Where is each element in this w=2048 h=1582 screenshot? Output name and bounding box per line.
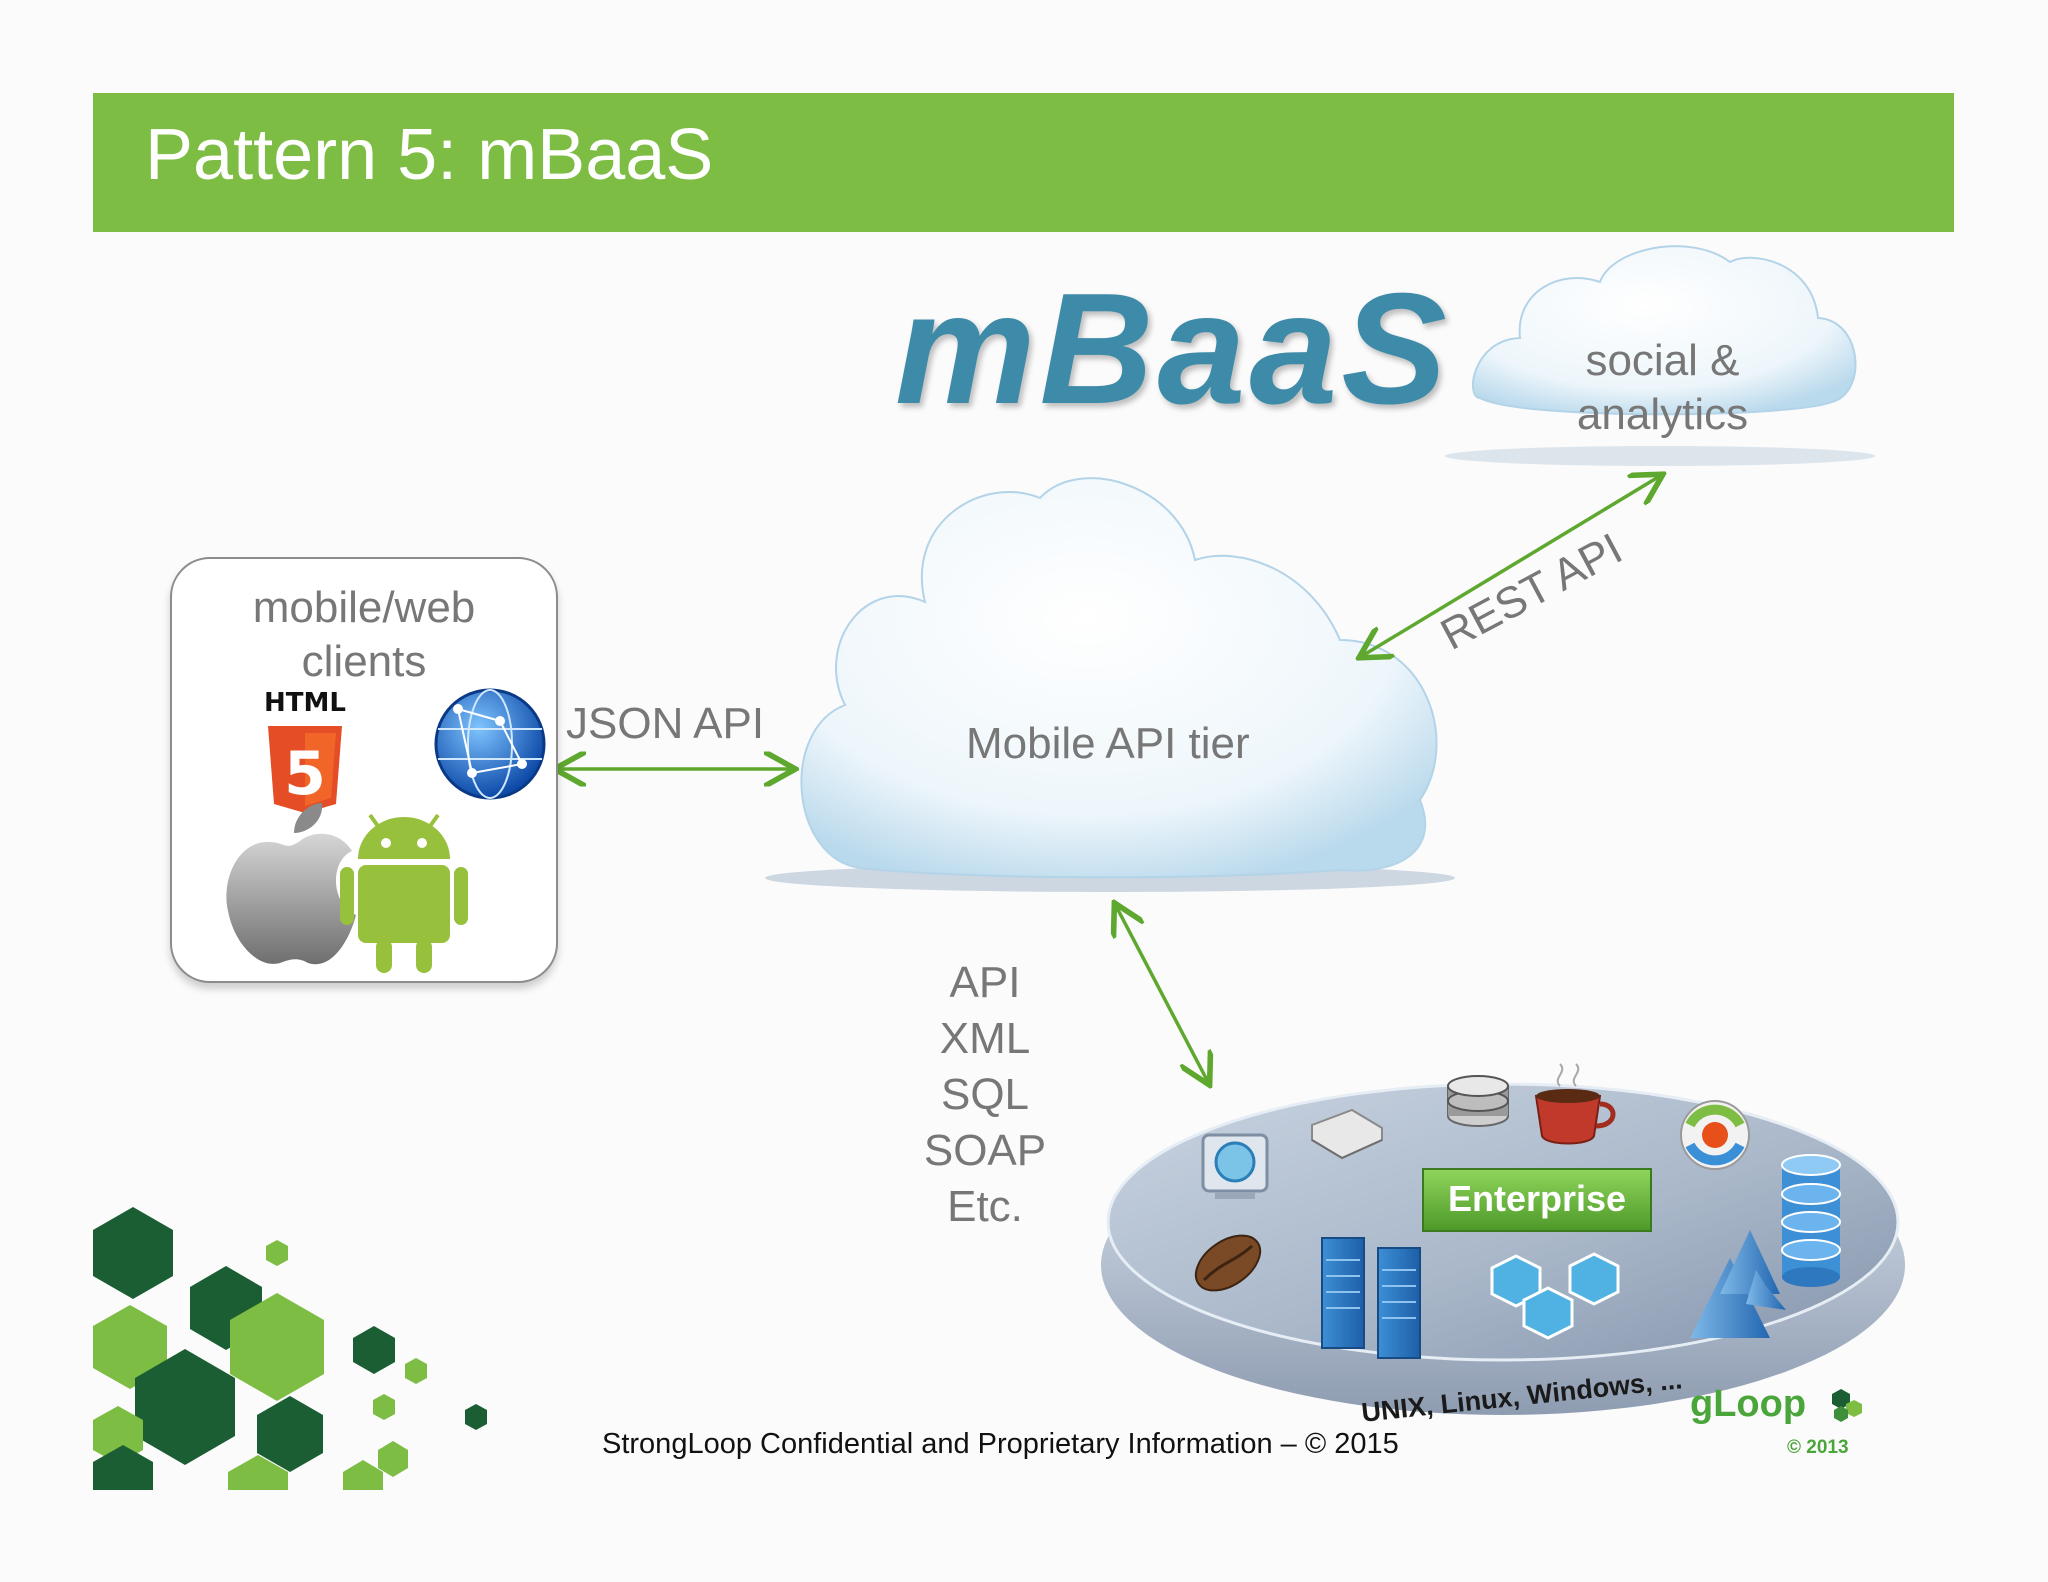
html5-icon: HTML 5 (264, 688, 346, 813)
server-rack-icon (1321, 1237, 1421, 1359)
html5-number: 5 (284, 739, 326, 809)
android-icon (340, 813, 468, 973)
protocol-item: SQL (940, 1070, 1030, 1119)
clients-title-line2: clients (301, 637, 427, 686)
ring-icon (1680, 1100, 1750, 1170)
router-icon (1311, 1108, 1383, 1160)
database-icon (1447, 1075, 1509, 1127)
protocol-item: Etc. (947, 1182, 1023, 1231)
java-bean-icon (1194, 1234, 1262, 1292)
social-analytics-cloud (1445, 245, 1875, 466)
apple-icon (226, 803, 356, 965)
client-logos: HTML 5 (226, 688, 546, 973)
enterprise-arrow (1116, 906, 1208, 1082)
strongloop-logo-text: gLoop (1690, 1383, 1807, 1425)
footer-confidential: StrongLoop Confidential and Proprietary … (602, 1428, 1399, 1460)
clients-title: mobile/web clients (172, 581, 556, 689)
social-label-line2: analytics (1576, 390, 1749, 439)
enterprise-badge: Enterprise (1422, 1168, 1652, 1232)
hexagon-decoration (93, 1207, 487, 1490)
protocol-list: API XML SQL SOAP Etc. (890, 955, 1080, 1235)
title-bar: Pattern 5: mBaaS (93, 93, 1954, 232)
globe-icon (434, 688, 546, 800)
mbaas-heading: mBaaS (895, 261, 1451, 437)
disk-stack-icon (1781, 1154, 1841, 1287)
monitor-icon (1201, 1133, 1269, 1199)
connection-arrows (558, 476, 1660, 1082)
social-label-line1: social & (1585, 336, 1740, 385)
mobile-web-clients-box: mobile/web clients HTML 5 (170, 557, 558, 983)
clients-title-line1: mobile/web (252, 583, 476, 632)
mobile-api-tier-cloud (765, 477, 1455, 892)
cones-icon (1690, 1230, 1786, 1338)
rest-api-arrow (1362, 476, 1660, 656)
slide-title: Pattern 5: mBaaS (145, 115, 714, 195)
json-api-label: JSON API (566, 699, 765, 748)
social-analytics-label: social & analytics (1530, 334, 1795, 442)
protocol-item: API (949, 958, 1021, 1007)
html5-label: HTML (264, 688, 346, 718)
coffee-cup-icon (1534, 1063, 1616, 1145)
protocol-item: XML (939, 1014, 1031, 1063)
protocol-item: SOAP (923, 1126, 1047, 1175)
cubes-icon (1490, 1252, 1620, 1340)
logo-copyright: © 2013 (1787, 1437, 1849, 1458)
mobile-api-tier-label: Mobile API tier (966, 719, 1250, 768)
strongloop-logo-icon (1832, 1389, 1862, 1422)
